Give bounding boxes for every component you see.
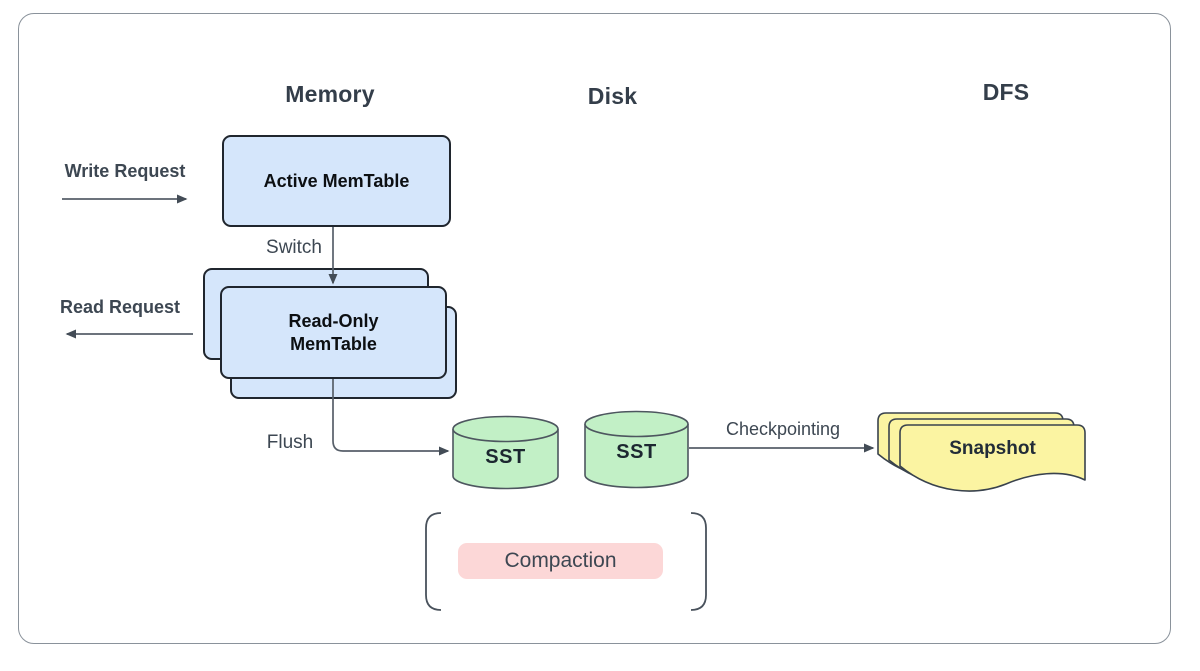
flush-label: Flush — [266, 432, 314, 453]
readonly-memtable-label: Read-Only MemTable — [288, 311, 379, 354]
left-bracket — [425, 512, 442, 611]
sst-right-label: SST — [616, 441, 657, 463]
active-memtable-node: Active MemTable — [222, 135, 451, 227]
compaction-label: Compaction — [504, 549, 617, 572]
sst-left-cylinder — [452, 415, 559, 490]
memory-column-header: Memory — [285, 81, 375, 107]
right-bracket — [690, 512, 707, 611]
dfs-column-header: DFS — [982, 79, 1030, 105]
diagram-frame — [18, 13, 1171, 644]
readonly-memtable-node: Read-Only MemTable — [220, 286, 447, 379]
snapshot-documents — [877, 412, 1086, 492]
sst-right-cylinder-top — [584, 410, 689, 438]
flush-arrow — [332, 376, 450, 456]
active-memtable-label: Active MemTable — [263, 170, 410, 191]
switch-label: Switch — [266, 237, 322, 258]
snapshot-label: Snapshot — [949, 438, 1036, 459]
sst-left-cylinder-body — [452, 429, 559, 490]
snapshot-document-front — [899, 424, 1086, 492]
disk-column-header: Disk — [587, 83, 638, 109]
sst-left-label: SST — [485, 446, 526, 468]
sst-right-cylinder-body — [584, 424, 689, 489]
sst-right-cylinder — [584, 410, 689, 489]
write-request-label: Write Request — [64, 161, 186, 181]
read-request-label: Read Request — [59, 297, 181, 317]
compaction-node: Compaction — [458, 543, 663, 579]
checkpointing-label: Checkpointing — [725, 419, 841, 439]
sst-left-cylinder-top — [452, 415, 559, 443]
